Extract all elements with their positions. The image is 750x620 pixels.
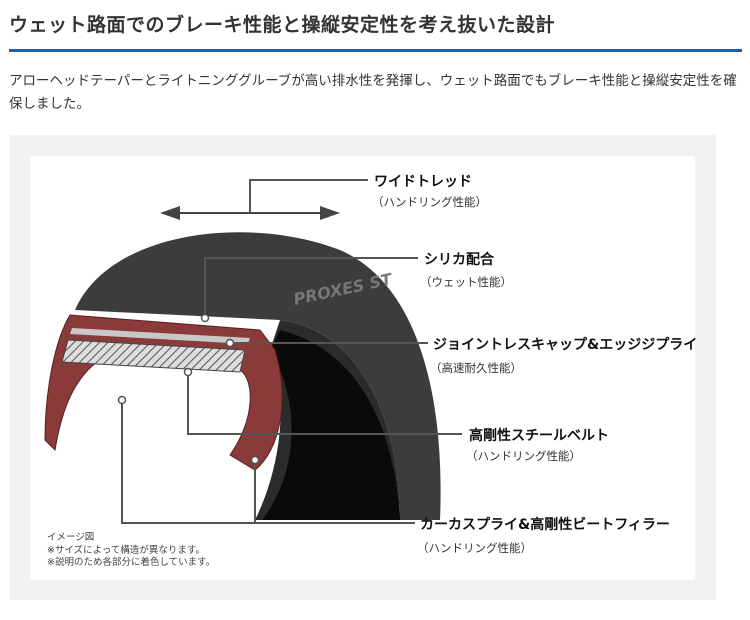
label-carcass-ply-sub: （ハンドリング性能） (417, 541, 532, 555)
page-title: ウェット路面でのブレーキ性能と操縦安定性を考え抜いた設計 (9, 14, 556, 36)
leader-dot (200, 313, 210, 323)
tire-hole (262, 330, 400, 520)
label-carcass-ply: カーカスプライ&高剛性ビートフィラー (420, 517, 670, 533)
cap-ply (70, 328, 250, 344)
leader-line (249, 179, 368, 213)
note-line: イメージ図 (47, 532, 95, 543)
leader-dot (117, 395, 127, 405)
label-jointless-cap-sub: （高速耐久性能） (430, 361, 522, 375)
description: アローヘッドテーパーとライトニンググルーブが高い排水性を発揮し、ウェット路面でも… (9, 73, 737, 112)
label-steel-belt-sub: （ハンドリング性能） (466, 449, 581, 463)
note-line: ※サイズによって構造が異なります。 (47, 544, 205, 556)
leader-line (187, 372, 462, 435)
steel-belt (61, 339, 246, 373)
label-jointless-cap: ジョイントレスキャップ&エッジジプライ (433, 337, 698, 353)
figure-notes: イメージ図 ※サイズによって構造が異なります。 ※説明のため各部分に着色していま… (47, 532, 215, 570)
leader-dot (183, 367, 193, 377)
label-silica-sub: （ウェット性能） (420, 275, 512, 289)
note-line: ※説明のため各部分に着色しています。 (47, 557, 216, 568)
tire-tread (75, 232, 441, 520)
label-wide-tread: ワイドトレッド (374, 174, 472, 190)
label-silica: シリカ配合 (424, 252, 494, 268)
title-underline (9, 49, 742, 52)
leader-dot (250, 455, 260, 465)
leader-dots (117, 313, 260, 465)
arrow-left-icon (160, 206, 180, 220)
leader-lines (121, 179, 462, 524)
leader-dot (225, 338, 235, 348)
label-wide-tread-sub: （ハンドリング性能） (372, 195, 487, 209)
arrow-right-icon (320, 206, 340, 220)
label-steel-belt: 高剛性スチールベルト (469, 428, 609, 444)
leader-line (121, 400, 415, 524)
leader-line (204, 257, 418, 318)
